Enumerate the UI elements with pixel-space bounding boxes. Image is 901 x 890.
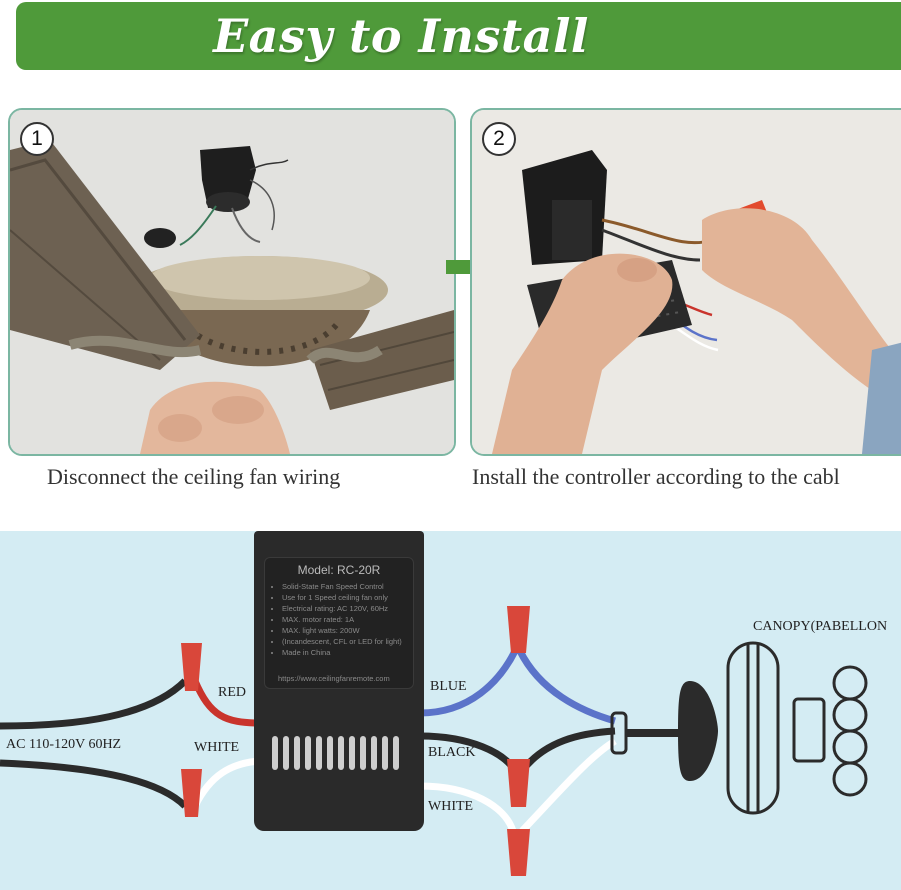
banner-title: Easy to Install xyxy=(213,9,589,63)
step-2-photo: 2 xyxy=(470,108,901,456)
title-banner: Easy to Install xyxy=(16,2,901,70)
ceiling-fan-illustration xyxy=(10,110,454,454)
label-canopy: CANOPY(PABELLON xyxy=(753,619,888,634)
controller-install-illustration xyxy=(472,110,901,454)
spec-line: (Incandescent, CFL or LED for light) xyxy=(282,636,402,647)
fan-speed-controller: Model: RC-20R Solid-State Fan Speed Cont… xyxy=(254,531,424,831)
controller-model: Model: RC-20R xyxy=(297,563,381,577)
spec-line: Made in China xyxy=(282,647,402,658)
spec-line: Solid-State Fan Speed Control xyxy=(282,581,402,592)
label-black: BLACK xyxy=(428,745,476,760)
label-ac: AC 110-120V 60HZ xyxy=(6,737,122,752)
spec-line: Electrical rating: AC 120V, 60Hz xyxy=(282,603,402,614)
label-red: RED xyxy=(218,685,246,700)
wiring-diagram: Model: RC-20R Solid-State Fan Speed Cont… xyxy=(0,531,901,890)
step-1-caption: Disconnect the ceiling fan wiring xyxy=(47,464,341,489)
spec-line: MAX. light watts: 200W xyxy=(282,625,402,636)
label-white-right: WHITE xyxy=(428,799,474,814)
step-1-photo: 1 xyxy=(8,108,456,456)
spec-line: Use for 1 Speed ceiling fan only xyxy=(282,592,402,603)
controller-url: https://www.ceilingfanremote.com xyxy=(278,674,390,683)
step-number-1: 1 xyxy=(20,122,54,156)
step-2-caption: Install the controller according to the … xyxy=(472,464,840,489)
step-number-2: 2 xyxy=(482,122,516,156)
controller-spec-list: Solid-State Fan Speed Control Use for 1 … xyxy=(272,581,402,658)
label-blue: BLUE xyxy=(430,679,467,694)
controller-vents xyxy=(272,736,399,770)
controller-label: Model: RC-20R Solid-State Fan Speed Cont… xyxy=(264,557,414,689)
wire-nut-icon xyxy=(181,606,530,876)
spec-line: MAX. motor rated: 1A xyxy=(282,614,402,625)
label-white-left: WHITE xyxy=(194,740,240,755)
wiring-lines xyxy=(0,606,868,876)
